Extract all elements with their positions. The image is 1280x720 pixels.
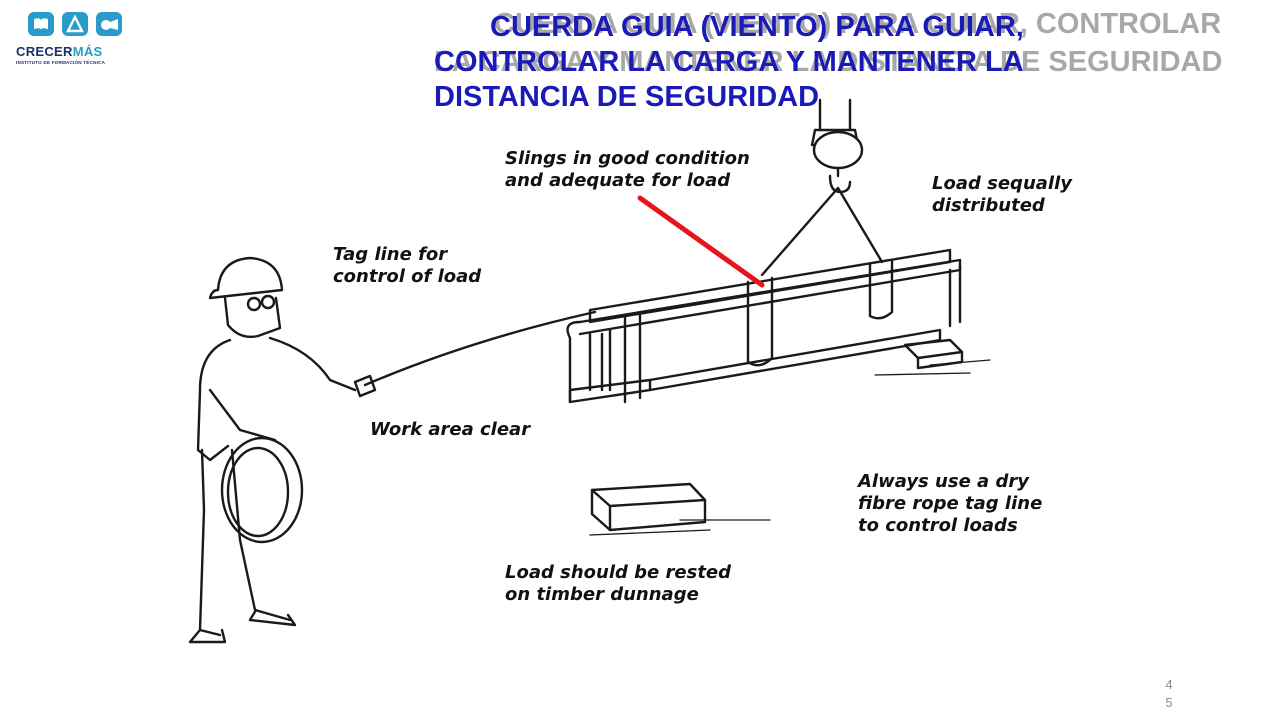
caption-tag-line: Tag line for control of load xyxy=(333,244,482,287)
caption-dunnage: Load should be rested on timber dunnage xyxy=(505,562,732,605)
caption-slings: Slings in good condition and adequate fo… xyxy=(505,148,750,191)
pointer-line xyxy=(637,195,765,288)
logo: CRECERMÁS INSTITUTO DE FORMACIÓN TÉCNICA xyxy=(14,10,124,66)
rigging-illustration xyxy=(188,98,991,644)
title-line1: CUERDA GUIA (VIENTO) PARA GUIAR, xyxy=(490,11,1024,43)
caption-work-area: Work area clear xyxy=(370,419,531,440)
title-ghost-line1: CUERDA GUIA (VIENTO) PARA GUIAR, CONTROL… xyxy=(494,8,1222,40)
sling xyxy=(760,186,884,277)
logo-name: CRECERMÁS xyxy=(16,44,103,59)
caption-load-equally: Load sequally distributed xyxy=(932,173,1072,216)
caption-dry-rope: Always use a dry fibre rope tag line to … xyxy=(858,471,1043,536)
title-line2: CONTROLAR LA CARGA Y MANTENER LA xyxy=(434,46,1024,78)
logo-icons xyxy=(28,12,122,36)
tag-line xyxy=(363,310,597,387)
page-number: 45 xyxy=(1165,677,1173,710)
title-line3: DISTANCIA DE SEGURIDAD xyxy=(434,81,820,113)
worker xyxy=(208,256,284,300)
slide-title: CUERDA GUIA (VIENTO) PARA GUIAR, CONTROL… xyxy=(434,10,1224,115)
logo-subtitle: INSTITUTO DE FORMACIÓN TÉCNICA xyxy=(16,60,106,65)
title-ghost-line2: LA CARGA Y MANTENER LA DISTANCIA DE SEGU… xyxy=(434,46,1223,78)
timber-dunnage xyxy=(590,482,707,532)
